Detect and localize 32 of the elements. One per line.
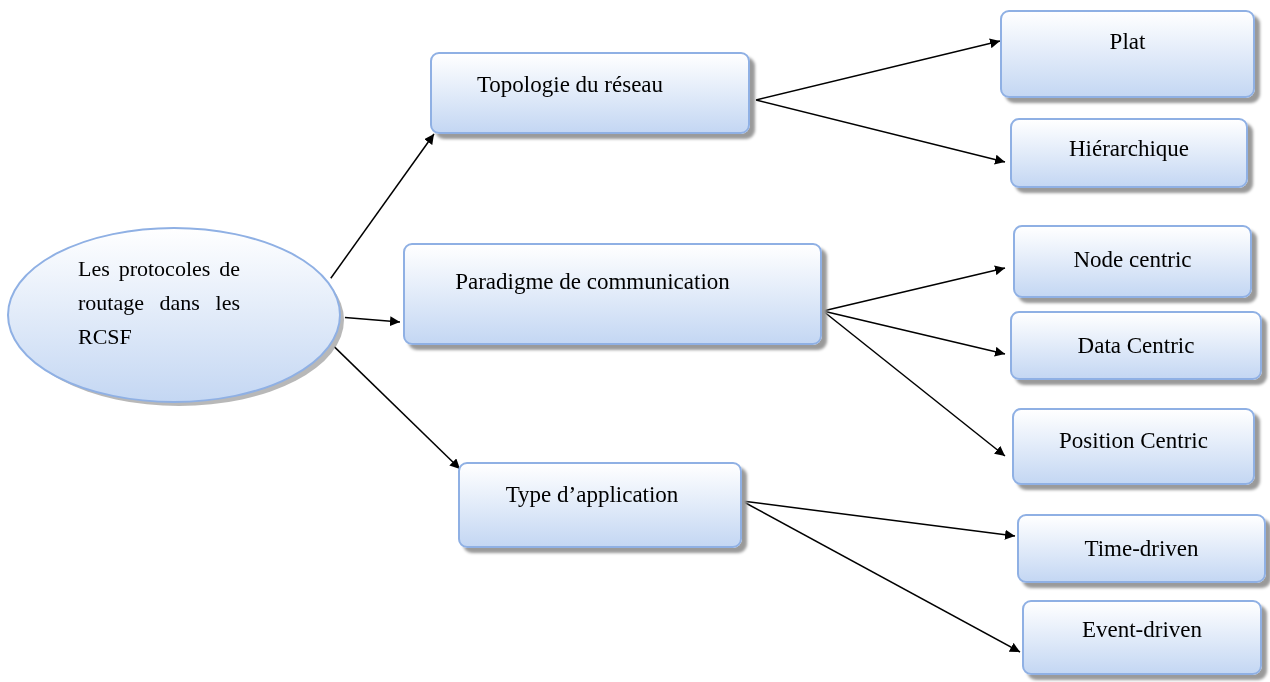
arrow [822,265,1006,312]
node-label: Plat [1109,29,1146,55]
category-box [1013,225,1252,298]
category-box [403,243,822,345]
arrow [741,500,1021,653]
arrow [330,133,435,279]
category-box [1010,311,1262,380]
node-label: Type d’application [505,482,679,508]
topic-ellipse [5,225,343,405]
category-box [1000,10,1255,98]
category-box [1010,118,1248,188]
arrow [755,99,1006,165]
arrow [741,500,1016,540]
node-label: Hiérarchique [1068,136,1189,162]
category-box [430,52,750,134]
node-label: Position Centric [1059,427,1208,454]
arrow [333,346,461,470]
node-label: Paradigme de communication [455,269,730,295]
category-box [1012,408,1255,485]
node-label: Node centric [1073,246,1192,273]
category-box [1022,600,1262,675]
arrow [344,316,401,327]
node-label: Topologie du réseau [476,72,664,98]
category-box [1017,514,1266,583]
arrow [822,310,1006,357]
arrow [755,38,1001,101]
node-label: Data Centric [1077,332,1195,359]
node-label: Event-driven [1081,616,1203,643]
category-box [458,462,742,548]
node-label: Time-driven [1084,535,1199,562]
arrow [822,310,1006,457]
node-label: Les protocoles de routage dans les RCSF [78,254,240,352]
